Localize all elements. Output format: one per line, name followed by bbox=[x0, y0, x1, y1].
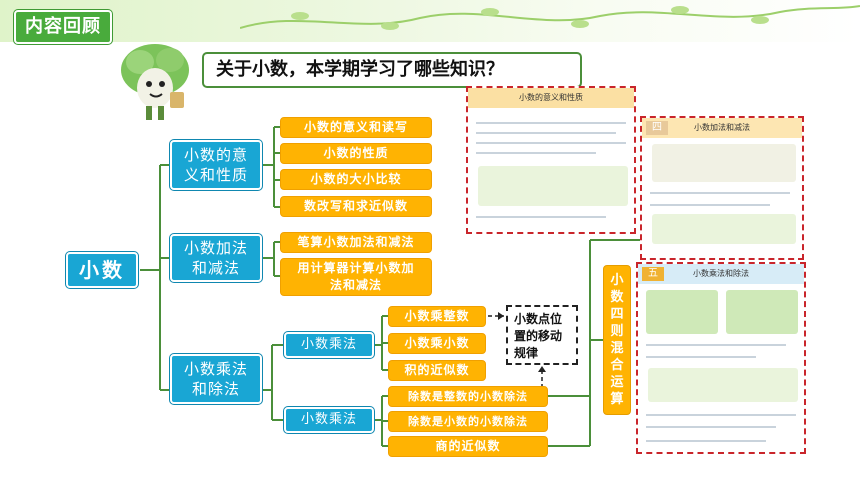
root-node: 小数 bbox=[66, 252, 138, 288]
leaf-compare: 小数的大小比较 bbox=[280, 169, 432, 190]
page-title-bar bbox=[642, 118, 802, 138]
illustration-left bbox=[646, 290, 718, 334]
leaf-properties: 小数的性质 bbox=[280, 143, 432, 164]
note-line1: 小数点位 bbox=[514, 312, 563, 326]
branch-title-line1: 小数乘法 bbox=[183, 360, 248, 378]
decimal-point-note: 小数点位 置的移动 规律 bbox=[506, 305, 578, 365]
illustration-right bbox=[726, 290, 798, 334]
sub-divide-node: 小数乘法 bbox=[284, 407, 374, 433]
vert-char: 合 bbox=[610, 358, 624, 373]
page-title: 小数加法和减法 bbox=[694, 123, 750, 132]
section-tag: 内容回顾 bbox=[14, 10, 112, 44]
branch-title-line1: 小数的意 bbox=[183, 146, 248, 164]
leaf-div-integer: 除数是整数的小数除法 bbox=[388, 386, 548, 407]
leaf-mul-integer: 小数乘整数 bbox=[388, 306, 486, 327]
leaf-mul-decimal: 小数乘小数 bbox=[388, 333, 486, 354]
leaf-line1: 用计算器计算小数加 bbox=[297, 261, 415, 275]
question-banner: 关于小数，本学期学习了哪些知识？ bbox=[202, 52, 582, 88]
vert-char: 算 bbox=[610, 392, 624, 407]
illustration-box bbox=[478, 166, 628, 206]
vert-char: 混 bbox=[610, 341, 624, 356]
branch-meaning-properties: 小数的意 义和性质 bbox=[170, 140, 262, 190]
vert-char: 数 bbox=[610, 290, 624, 305]
page-badge: 五 bbox=[642, 267, 664, 281]
cabbage-mascot-icon bbox=[121, 44, 189, 120]
leaf-div-decimal: 除数是小数的小数除法 bbox=[388, 411, 548, 432]
note-line2: 置的移动 bbox=[514, 329, 563, 343]
vert-char: 四 bbox=[610, 307, 624, 322]
leaf-written-add-sub: 笔算小数加法和减法 bbox=[280, 232, 432, 253]
vine-decoration bbox=[240, 5, 860, 30]
leaf-line2: 法和减法 bbox=[329, 278, 382, 292]
note-line3: 规律 bbox=[514, 346, 539, 360]
sub-multiply-node: 小数乘法 bbox=[284, 332, 374, 358]
textbook-page-multiply-divide: 五 小数乘法和除法 bbox=[636, 262, 806, 454]
vert-char: 运 bbox=[610, 375, 624, 390]
mixed-operations-label: 小 数 四 则 混 合 运 算 bbox=[603, 265, 631, 415]
page-title-bar bbox=[468, 88, 634, 108]
leaf-product-approx: 积的近似数 bbox=[388, 360, 486, 381]
calc-box bbox=[648, 368, 798, 402]
branch-add-subtract: 小数加法 和减法 bbox=[170, 234, 262, 282]
illustration-box bbox=[652, 144, 796, 182]
calc-box bbox=[652, 214, 796, 244]
leaf-quotient-approx: 商的近似数 bbox=[388, 436, 548, 457]
vert-char: 小 bbox=[610, 273, 624, 288]
textbook-page-meaning: 小数的意义和性质 bbox=[466, 86, 636, 234]
branch-title-line2: 和除法 bbox=[191, 380, 240, 398]
branch-multiply-divide: 小数乘法 和除法 bbox=[170, 354, 262, 404]
branch-title-line2: 义和性质 bbox=[183, 166, 248, 184]
header-band bbox=[0, 0, 860, 42]
branch-title-line1: 小数加法 bbox=[183, 239, 248, 257]
page-badge: 四 bbox=[646, 121, 668, 135]
textbook-page-add-subtract: 四 小数加法和减法 bbox=[640, 116, 804, 260]
leaf-calculator: 用计算器计算小数加 法和减法 bbox=[280, 258, 432, 296]
vert-char: 则 bbox=[610, 324, 624, 339]
leaf-meaning-reading: 小数的意义和读写 bbox=[280, 117, 432, 138]
leaf-rewrite-approx: 数改写和求近似数 bbox=[280, 196, 432, 217]
page-title-bar bbox=[638, 264, 804, 284]
branch-title-line2: 和减法 bbox=[191, 259, 240, 277]
page-title: 小数乘法和除法 bbox=[693, 269, 749, 278]
page-title: 小数的意义和性质 bbox=[519, 93, 583, 102]
